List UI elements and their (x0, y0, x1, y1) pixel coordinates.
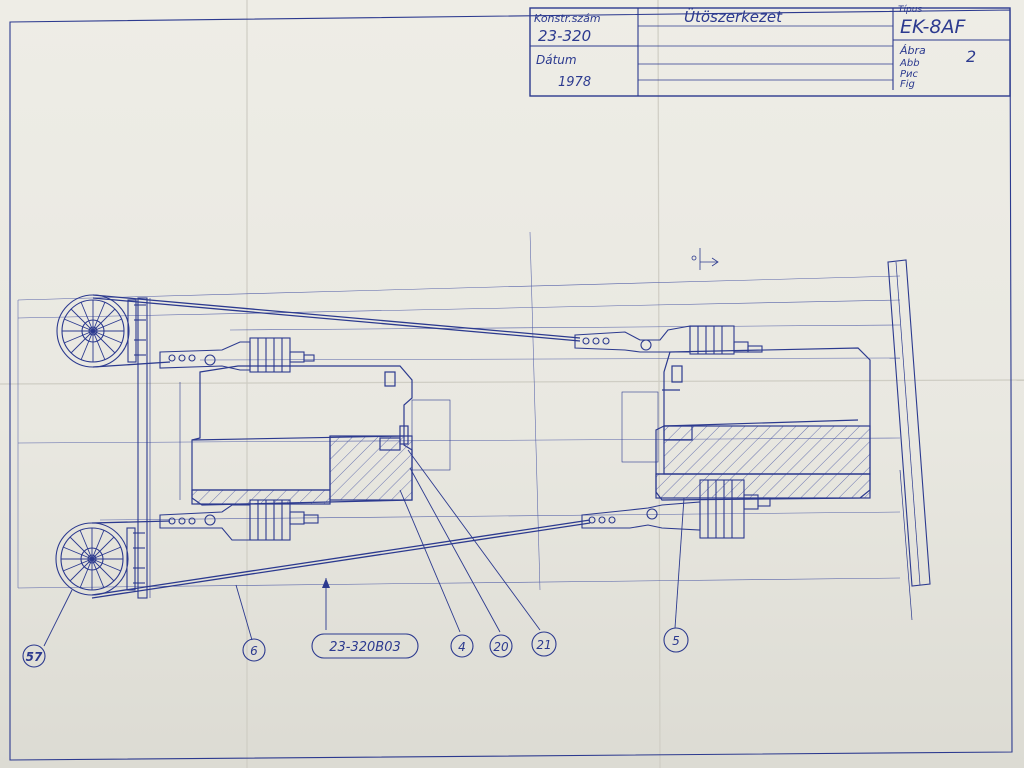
title-block (529, 7, 1011, 97)
detail-mark (691, 248, 719, 270)
leader-lines (43, 449, 685, 647)
callout-bubbles (22, 627, 689, 668)
datum-value: 1978 (558, 75, 591, 90)
abra-value: 2 (966, 47, 976, 66)
left-upper-cylinder (159, 337, 315, 373)
callout-20: 20 (493, 640, 509, 654)
datum-label: Dátum (536, 53, 577, 67)
abra-label-2: Abb (899, 58, 920, 69)
left-ram (179, 365, 451, 506)
callout-4: 4 (458, 640, 466, 654)
tipus-value: EK-8AF (900, 16, 966, 38)
right-frame (887, 259, 931, 621)
tipus-label: Típus (898, 5, 922, 15)
left-lower-cylinder (159, 499, 319, 541)
left-upper-pulley (56, 294, 146, 368)
callout-57: 57 (26, 650, 43, 664)
drawing-number: 23-320B03 (329, 640, 401, 655)
konstr-label: Konstr.szám (534, 12, 601, 25)
left-frame (137, 297, 151, 599)
sheet-border (9, 9, 1013, 761)
abra-label-4: Fig (900, 79, 915, 90)
left-lower-pulley (55, 522, 145, 596)
callout-6: 6 (250, 644, 258, 658)
right-ram (621, 347, 871, 501)
construction-lines (17, 231, 901, 591)
right-upper-cylinder (574, 325, 763, 355)
callout-5: 5 (672, 634, 680, 648)
drawing-number-arrow (322, 578, 330, 588)
right-lower-cylinder (581, 479, 771, 539)
callout-21: 21 (536, 638, 551, 652)
drawing-title: Ütöszerkezet (684, 7, 783, 26)
abra-label-3: Рис (900, 69, 919, 80)
cables (91, 294, 591, 599)
abra-label-1: Ábra (899, 44, 926, 57)
konstr-value: 23-320 (538, 27, 591, 45)
